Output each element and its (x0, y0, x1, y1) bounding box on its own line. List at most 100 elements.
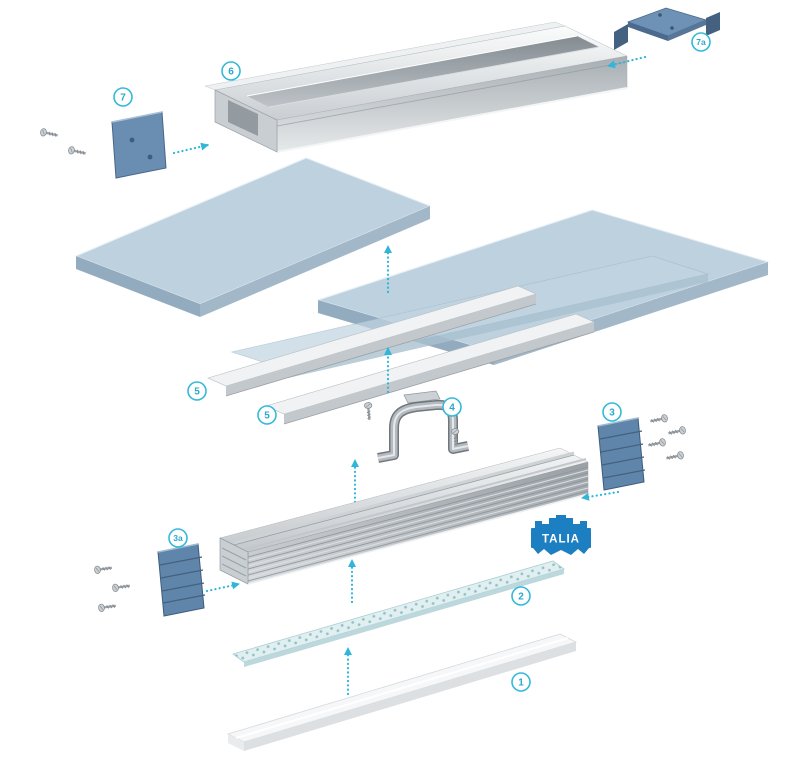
clip-top-tab (403, 390, 441, 404)
assembly-arrow-3 (580, 490, 620, 501)
callout-label: 4 (449, 403, 455, 414)
diffuser-front (244, 642, 576, 751)
callout-label: 7 (120, 93, 126, 104)
trim1-web (226, 294, 536, 396)
cap3a-body (157, 543, 205, 617)
screw-icon (110, 581, 132, 593)
ledstrip-dots (233, 561, 564, 662)
ledprofile-rail (233, 451, 575, 545)
callout-label: 6 (228, 67, 234, 78)
callout-7: 7 (113, 87, 133, 107)
ledprofile-end-notch (221, 555, 247, 569)
callout-5-first: 5 (187, 381, 207, 401)
ledprofile-fin-highlight (247, 481, 589, 573)
profile6-bottom-rim (276, 87, 628, 153)
ledprofile-fin-highlight (247, 475, 589, 567)
callout-label: 3 (609, 408, 615, 419)
plate7a-hole (658, 13, 662, 17)
ledprofile-end-notch (221, 563, 247, 577)
panelA-edge-right (200, 206, 430, 317)
plate7a-left-tab (614, 24, 628, 50)
cap7-body (111, 111, 167, 179)
diffuser-cover (226, 633, 578, 751)
profile6-groove-highlight (246, 35, 578, 97)
cap3-highlight (597, 417, 639, 427)
callout-2: 2 (511, 586, 531, 606)
screw-icon (38, 126, 60, 141)
callout-4: 4 (442, 397, 462, 417)
plate7a-right-tab (706, 12, 720, 36)
callout-label: 5 (264, 411, 270, 422)
glass-panel-left (74, 157, 432, 317)
cap3a-rib (162, 594, 206, 604)
ledprofile-fin (247, 490, 589, 582)
callout-circle (257, 405, 277, 425)
cap3a-rib (159, 556, 203, 566)
callout-label: 2 (518, 592, 524, 603)
panelA-highlight (75, 157, 307, 257)
screw-icon (648, 412, 670, 427)
callout-label: 3a (173, 533, 183, 543)
ledprofile-fin (247, 466, 589, 558)
ledprofile-fin (247, 472, 589, 564)
plate7a-front-right (668, 20, 706, 41)
callout-3a: 3a (168, 528, 188, 548)
callout-3: 3 (602, 402, 622, 422)
ledprofile-rail2 (245, 458, 587, 550)
screw-icon (363, 401, 375, 422)
ledprofile-end-notch (221, 547, 247, 561)
end-cap-left (157, 543, 206, 617)
cap7-hole (147, 154, 153, 160)
callout-circle (602, 402, 622, 422)
callout-circle (511, 672, 531, 692)
plate7a-top-face (626, 7, 708, 37)
callout-label: 1 (518, 678, 524, 689)
talia-logo-flourish (533, 548, 589, 555)
panelB-highlight (317, 209, 593, 301)
screw-icon (646, 436, 668, 451)
ledprofile-bottom-rim (247, 493, 589, 585)
cap3a-highlight (157, 543, 199, 553)
cap3a-rib (160, 569, 204, 579)
cap7-highlight (111, 111, 163, 123)
ledprofile-fin-highlight (247, 487, 589, 579)
profile6-front-line (276, 61, 628, 127)
housing-end-cap-left (111, 111, 167, 179)
cap3-rib (600, 443, 644, 453)
plate7a-hole (670, 26, 674, 30)
plate7a-front-left (628, 22, 668, 41)
ledprofile-fin (247, 478, 589, 570)
cap3a-rib (161, 582, 205, 592)
cap3-rib (599, 430, 643, 440)
trim2-web (284, 322, 594, 424)
screw-icon (666, 424, 688, 439)
main-housing-profile (204, 21, 628, 153)
talia-logo-crown (535, 515, 587, 528)
diffuser-end (228, 734, 244, 751)
talia-logo-band (531, 528, 591, 548)
led-heatsink-profile (219, 447, 589, 585)
cap3-rib (602, 469, 646, 479)
callout-1: 1 (511, 672, 531, 692)
screw-icon (96, 601, 118, 613)
trim2-bottom (283, 331, 595, 425)
callout-circle (113, 87, 133, 107)
cap3-rib (601, 456, 645, 466)
trim1-bottom (225, 303, 537, 397)
assembly-arrow-7 (172, 142, 210, 155)
profile6-groove-edge (268, 46, 600, 108)
diffuser-highlight (235, 637, 569, 739)
callout-circle (187, 381, 207, 401)
callout-5-second: 5 (257, 405, 277, 425)
screw-icon (664, 449, 686, 464)
screw-icon (66, 144, 88, 159)
trim-profile-second (265, 313, 595, 425)
end-cap-right (597, 417, 646, 491)
callout-circle (221, 61, 241, 81)
ledprofile-fin (247, 484, 589, 576)
panelA-edge-left (76, 256, 200, 317)
mounting-bracket-plate (614, 7, 720, 50)
callout-label: 5 (194, 387, 200, 398)
